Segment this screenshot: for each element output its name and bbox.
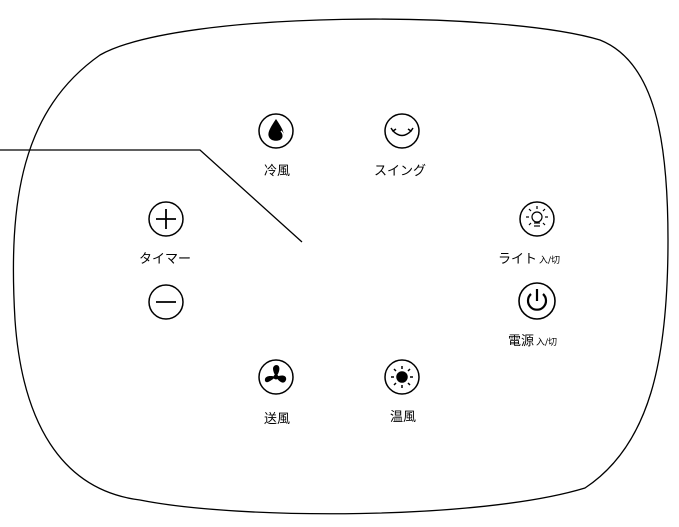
light-label-group: ライト入/切 [498, 253, 560, 266]
panel-outline [12, 18, 669, 515]
power-button[interactable] [518, 282, 556, 320]
light-button[interactable] [519, 201, 555, 237]
cool-air-label: 冷風 [264, 164, 291, 179]
fan-label: 送風 [264, 412, 291, 427]
plus-icon [156, 209, 176, 229]
timer-label: タイマー [139, 252, 192, 267]
power-suffix: 入/切 [536, 338, 558, 348]
light-label: ライト [498, 252, 538, 267]
timer-up-button[interactable] [148, 201, 184, 237]
light-bulb-icon [526, 206, 548, 227]
leader-line [0, 149, 303, 243]
swing-arrows-icon [390, 127, 414, 137]
water-drop-icon [268, 119, 284, 141]
fan-icon [264, 365, 287, 383]
cool-air-button[interactable] [258, 113, 294, 149]
warm-air-label: 温風 [390, 410, 417, 425]
light-suffix: 入/切 [539, 256, 561, 266]
power-label: 電源 [508, 334, 535, 349]
fan-button[interactable] [258, 359, 294, 395]
power-icon [526, 289, 548, 311]
timer-down-button[interactable] [148, 284, 184, 320]
swing-button[interactable] [384, 113, 420, 149]
warm-air-button[interactable] [384, 359, 420, 395]
power-label-group: 電源入/切 [508, 335, 557, 348]
sun-icon [391, 366, 413, 388]
swing-label: スイング [374, 164, 427, 179]
